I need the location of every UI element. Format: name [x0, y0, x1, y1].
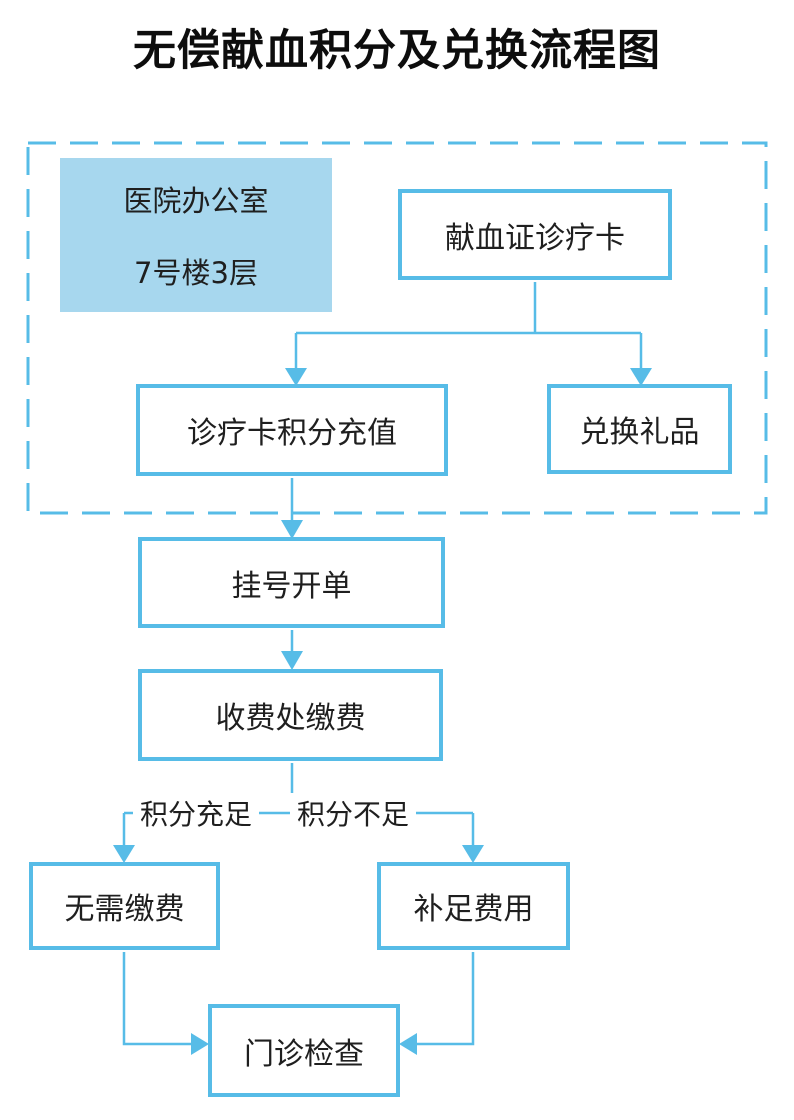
node-gift: 兑换礼品 [547, 384, 732, 474]
arrowhead-pay [281, 651, 303, 670]
node-make-up: 补足费用 [377, 862, 570, 950]
node-outpatient: 门诊检查 [208, 1004, 400, 1097]
arrowhead-register [281, 520, 303, 539]
hospital-office-line2: 7号楼3层 [134, 256, 258, 290]
node-gift-label: 兑换礼品 [579, 415, 700, 450]
branch-label-points-enough: 积分充足 [132, 793, 260, 833]
edge-no-pay-to-outpatient [122, 952, 191, 1046]
node-donation-card-label: 献血证诊疗卡 [445, 220, 625, 256]
node-register: 挂号开单 [138, 537, 445, 628]
node-donation-card: 献血证诊疗卡 [398, 189, 672, 280]
node-pay: 收费处缴费 [138, 669, 443, 761]
node-recharge-label: 诊疗卡积分充值 [187, 416, 397, 451]
node-recharge: 诊疗卡积分充值 [136, 384, 448, 476]
page-title: 无偿献血积分及兑换流程图 [133, 26, 661, 76]
node-make-up-label: 补足费用 [413, 892, 534, 927]
arrowhead-no-pay [113, 845, 135, 863]
node-register-label: 挂号开单 [231, 568, 352, 604]
dashed-group-border [26, 141, 768, 515]
branch-label-points-not-enough: 积分不足 [289, 793, 417, 833]
node-outpatient-label: 门诊检查 [244, 1036, 364, 1072]
edge-make-up-to-outpatient [417, 952, 475, 1046]
node-no-pay-label: 无需缴费 [64, 892, 185, 927]
node-hospital-office: 医院办公室 7号楼3层 [60, 158, 332, 312]
arrowhead-outpatient-right [399, 1033, 417, 1055]
arrowhead-recharge [285, 368, 307, 386]
arrowhead-make-up [462, 845, 484, 863]
node-no-pay: 无需缴费 [29, 862, 220, 950]
arrowhead-gift [630, 368, 652, 386]
hospital-office-line1: 医院办公室 [123, 184, 269, 218]
node-pay-label: 收费处缴费 [215, 701, 366, 736]
arrowhead-outpatient-left [191, 1033, 209, 1055]
